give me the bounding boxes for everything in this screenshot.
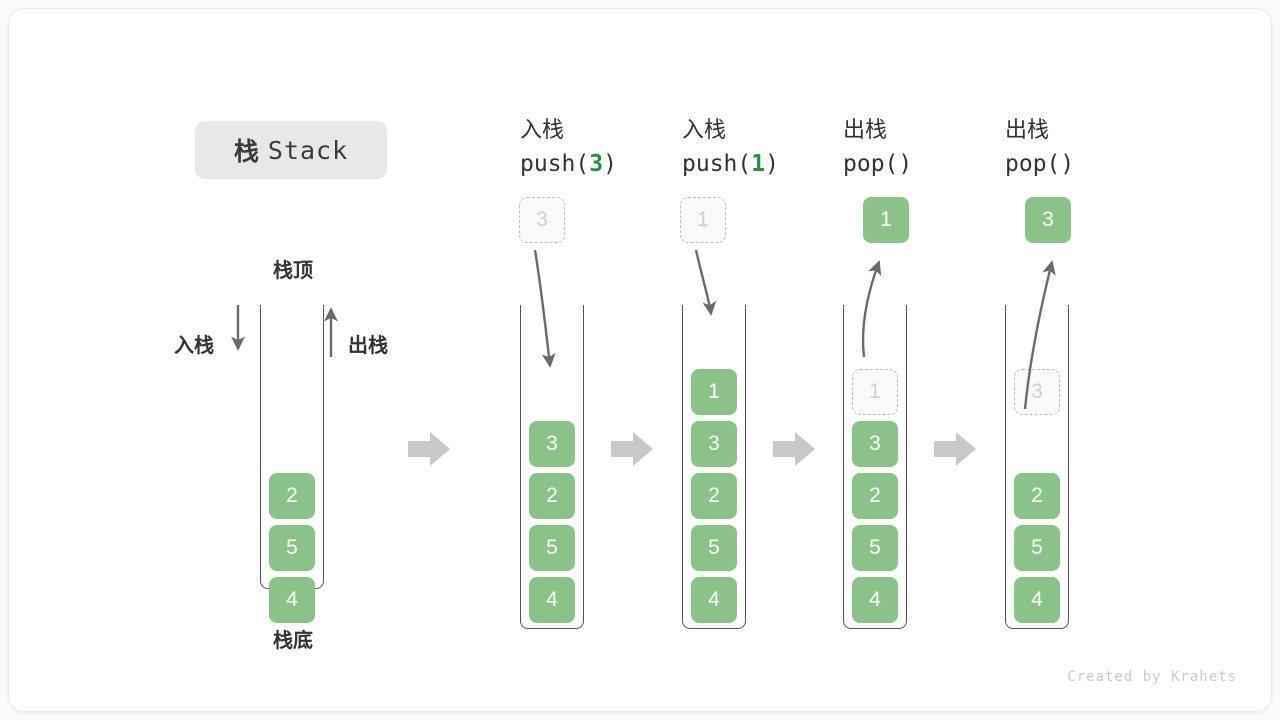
cell-value: 2 <box>546 484 558 507</box>
cell-value: 4 <box>286 588 298 611</box>
code-prefix: push( <box>520 151 590 177</box>
cell-value: 5 <box>708 536 720 559</box>
cell-value: 3 <box>708 432 720 455</box>
stack-cell-panel-2-4: 4 <box>691 577 737 623</box>
stack-bottom-label: 栈底 <box>273 630 313 652</box>
floating-cell-panel-1: 3 <box>519 197 565 243</box>
arrow-overlay <box>231 249 1056 466</box>
flow-arrow-2 <box>611 432 653 466</box>
code-argument: 1 <box>751 151 766 177</box>
stack-container-panel-4 <box>1005 305 1069 629</box>
panel-3-operation-label: 出栈 pop() <box>843 113 912 181</box>
code-suffix: ) <box>765 151 779 177</box>
cell-value: 3 <box>1042 208 1054 231</box>
flow-arrow-4 <box>934 432 976 466</box>
stack-container-panel-1 <box>520 305 584 629</box>
cell-value: 5 <box>286 536 298 559</box>
cell-value: 1 <box>869 380 881 403</box>
stack-cell-initial-5: 5 <box>269 525 315 571</box>
stack-container-panel-3 <box>843 305 907 629</box>
stack-top-label: 栈顶 <box>273 260 313 282</box>
cell-value: 1 <box>697 208 709 231</box>
stack-cell-panel-2-3: 3 <box>691 421 737 467</box>
title-chinese: 栈 <box>233 138 260 166</box>
panel-2-operation-code: push(1) <box>682 147 779 181</box>
cell-value: 3 <box>869 432 881 455</box>
stack-cell-panel-3-5: 5 <box>852 525 898 571</box>
panel-3-operation-cn: 出栈 <box>843 117 888 142</box>
cell-value: 1 <box>708 380 720 403</box>
cell-value: 2 <box>1031 484 1043 507</box>
stack-cell-panel-3-3: 3 <box>852 421 898 467</box>
cell-value: 4 <box>1031 588 1043 611</box>
pop-direction-label: 出栈 <box>348 335 388 357</box>
stack-cell-panel-4-5: 5 <box>1014 525 1060 571</box>
stack-cell-initial-2: 2 <box>269 473 315 519</box>
cell-value: 3 <box>1031 380 1043 403</box>
cell-value: 3 <box>536 208 548 231</box>
panel-4-operation-label: 出栈 pop() <box>1005 113 1074 181</box>
code-argument: 3 <box>589 151 604 177</box>
cell-value: 2 <box>708 484 720 507</box>
cell-value: 2 <box>869 484 881 507</box>
cell-value: 3 <box>546 432 558 455</box>
cell-value: 1 <box>880 208 892 231</box>
stack-container-panel-2 <box>682 305 746 629</box>
cell-value: 5 <box>1031 536 1043 559</box>
stack-cell-initial-4: 4 <box>269 577 315 623</box>
panel-2-operation-cn: 入栈 <box>682 117 727 142</box>
panel-2-operation-label: 入栈 push(1) <box>682 113 779 181</box>
stack-cell-panel-3-2: 2 <box>852 473 898 519</box>
stack-cell-panel-3-4: 4 <box>852 577 898 623</box>
push-direction-label: 入栈 <box>174 335 214 357</box>
panel-4-operation-code: pop() <box>1005 147 1074 181</box>
stack-cell-panel-2-2: 2 <box>691 473 737 519</box>
flow-arrow-3 <box>773 432 815 466</box>
stack-cell-panel-4-4: 4 <box>1014 577 1060 623</box>
cell-value: 5 <box>869 536 881 559</box>
stack-cell-panel-2-1: 1 <box>691 369 737 415</box>
floating-cell-panel-4: 3 <box>1025 197 1071 243</box>
stack-cell-panel-1-5: 5 <box>529 525 575 571</box>
code-prefix: pop( <box>843 151 899 177</box>
flow-arrow-1 <box>408 432 450 466</box>
stack-cell-panel-3-ghost-1: 1 <box>852 369 898 415</box>
stack-cell-panel-2-5: 5 <box>691 525 737 571</box>
floating-cell-panel-2: 1 <box>680 197 726 243</box>
code-suffix: ) <box>1060 151 1075 177</box>
panel-1-operation-cn: 入栈 <box>520 117 565 142</box>
cell-value: 4 <box>869 588 881 611</box>
panel-1-operation-label: 入栈 push(3) <box>520 113 617 181</box>
footer-credit: Created by Krahets <box>1067 669 1237 685</box>
panel-4-operation-cn: 出栈 <box>1005 117 1050 142</box>
code-suffix: ) <box>898 151 913 177</box>
title-english: Stack <box>267 135 349 165</box>
cell-value: 4 <box>546 588 558 611</box>
stack-cell-panel-1-4: 4 <box>529 577 575 623</box>
stack-cell-panel-1-3: 3 <box>529 421 575 467</box>
stack-cell-panel-1-2: 2 <box>529 473 575 519</box>
panel-1-operation-code: push(3) <box>520 147 617 181</box>
stack-cell-panel-4-2: 2 <box>1014 473 1060 519</box>
code-suffix: ) <box>603 151 617 177</box>
panel-3-operation-code: pop() <box>843 147 912 181</box>
cell-value: 5 <box>546 536 558 559</box>
code-prefix: pop( <box>1005 151 1061 177</box>
code-prefix: push( <box>682 151 752 177</box>
cell-value: 2 <box>286 484 298 507</box>
floating-cell-panel-3: 1 <box>863 197 909 243</box>
cell-value: 4 <box>708 588 720 611</box>
stack-cell-panel-4-ghost-3: 3 <box>1014 369 1060 415</box>
